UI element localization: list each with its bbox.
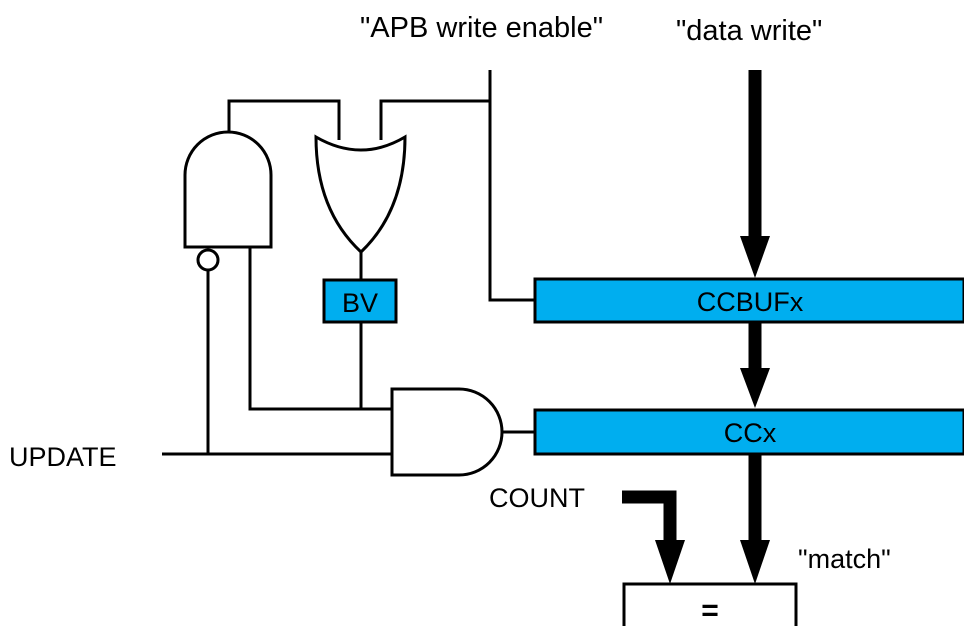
bv-block: BV — [322, 278, 398, 324]
ccx-label: CCx — [724, 418, 777, 448]
ccx-box — [533, 408, 964, 456]
apb-write-enable-label: "APB write enable" — [360, 12, 603, 44]
comparator-label: = — [701, 594, 719, 626]
ccbufx-box — [533, 277, 964, 324]
and-gate — [390, 387, 504, 477]
bv-label: BV — [342, 288, 378, 318]
bv-to-and-wire — [359, 322, 392, 411]
nand-to-and-wire — [248, 247, 361, 411]
count-label: COUNT — [489, 483, 585, 513]
ccbufx-to-ccx-arrow — [740, 322, 770, 408]
update-label: UPDATE — [9, 442, 117, 472]
data-write-label: "data write" — [676, 15, 822, 47]
count-bus: COUNT — [489, 483, 685, 584]
comparator-block: = — [622, 582, 798, 626]
ccx-to-comparator-arrow — [740, 454, 770, 584]
apb-write-enable-wire — [379, 70, 535, 302]
ccbufx-label: CCBUFx — [697, 287, 804, 317]
ccbufx-register: CCBUFx — [533, 277, 964, 324]
or-gate — [314, 134, 407, 255]
nand-to-or-wire — [227, 99, 341, 140]
data-write-arrow — [740, 70, 770, 278]
bv-box — [322, 278, 398, 324]
match-label: "match" — [798, 544, 891, 574]
update-signal: UPDATE — [9, 270, 392, 472]
comparator-box — [622, 582, 798, 626]
ccx-register: CCx — [533, 408, 964, 456]
inversion-bubble-icon — [196, 248, 220, 272]
nand-gate — [183, 130, 273, 272]
